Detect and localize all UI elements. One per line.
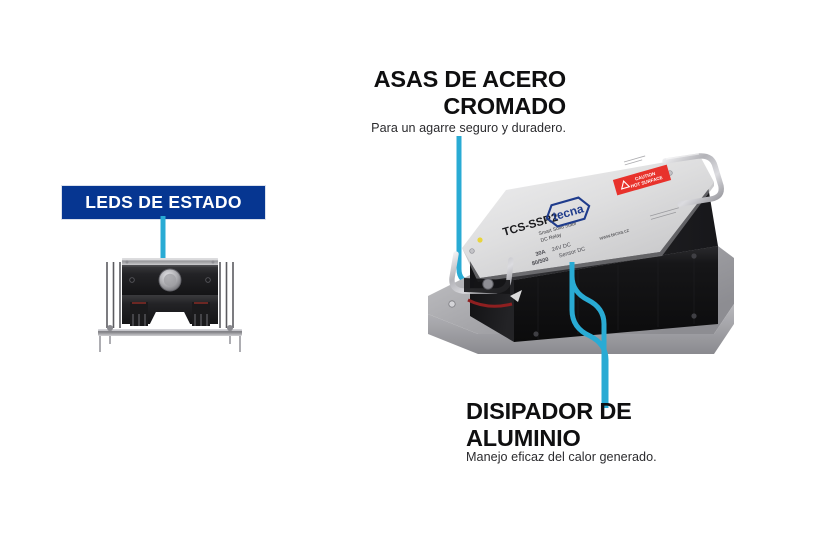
callout-heading-asas: ASAS DE ACERO CROMADO <box>300 66 567 119</box>
callout-description-asas: Para un agarre seguro y duradero. <box>371 121 566 135</box>
callout-heading-line-1: DISIPADOR DE <box>466 398 632 424</box>
product-image-iso-view: TCS-SSR2 Smart Solid State DC Relay 30A … <box>428 153 734 354</box>
printed-text-block-bottom <box>649 207 679 220</box>
status-led-icon <box>477 237 483 243</box>
callout-heading-line-2: CROMADO <box>443 92 566 119</box>
heatsink-front-face <box>514 246 718 342</box>
callout-heading-line-2: ALUMINIO <box>466 424 581 451</box>
warning-label-line-1: CAUTION <box>634 171 656 182</box>
product-image-front-view <box>98 258 242 352</box>
warning-triangle-icon <box>620 180 631 190</box>
product-top-plate <box>462 156 714 278</box>
callout-heading-disipador: DISIPADOR DE ALUMINIO <box>466 398 766 451</box>
terminal-blocks <box>130 302 210 326</box>
callout-badge-leds-de-estado: LEDS DE ESTADO <box>62 186 265 219</box>
spec-marking-2: 80/500 <box>531 257 549 267</box>
callout-badge-label: LEDS DE ESTADO <box>85 191 242 212</box>
chrome-handle-icon-rear <box>662 153 724 207</box>
printed-text-block-top <box>623 155 646 166</box>
spec-marking-1: 24V DC <box>551 242 571 253</box>
heatsink-fins-icon <box>106 262 234 328</box>
spec-marking-0: 30A <box>535 249 547 258</box>
callout-description-disipador: Manejo eficaz del calor generado. <box>466 450 657 464</box>
front-connector <box>482 278 494 290</box>
model-descriptor-2: DC Relay <box>540 232 563 244</box>
callout-heading-line-1: ASAS DE ACERO <box>373 66 567 92</box>
red-wire <box>467 298 513 308</box>
